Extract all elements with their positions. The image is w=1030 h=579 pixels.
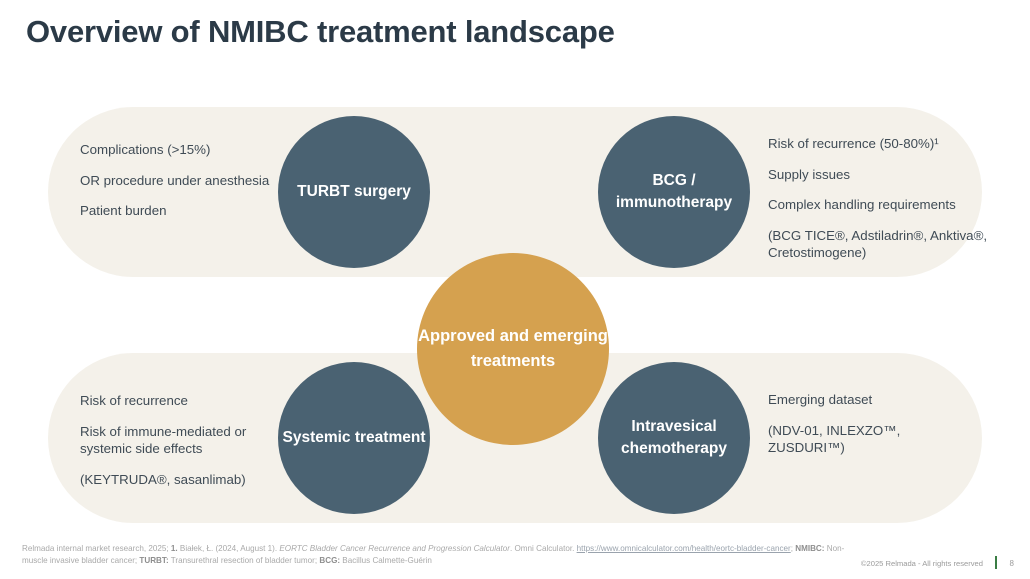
bullet-item: OR procedure under anesthesia (80, 172, 270, 188)
bullet-item: Patient burden (80, 203, 167, 219)
center-node-approved-emerging-treatments[interactable]: Approved and emerging treatments (417, 253, 609, 445)
bullet-item: Risk of recurrence (50-80%)¹ (768, 136, 939, 151)
abbr-bcg-key: BCG: (319, 556, 341, 566)
page-divider (995, 556, 997, 569)
treatment-landscape-diagram: Complications (>15%) OR procedure under … (0, 95, 1030, 530)
copyright-notice: ©2025 Relmada - All rights reserved (860, 559, 983, 568)
node-bcg-immunotherapy[interactable]: BCG / immunotherapy (598, 116, 750, 268)
bullets-turbt-surgery: Complications (>15%) OR procedure under … (80, 141, 270, 220)
footnote-citation-author: Białek, Ł. (2024, August 1). (177, 544, 280, 553)
bullet-item: (BCG TICE®, Adstiladrin®, Anktiva®, Cret… (768, 227, 988, 261)
bullets-bcg-immunotherapy: Risk of recurrence (50-80%)¹ Supply issu… (768, 135, 1000, 262)
footnote-citation-publisher: . Omni Calculator. (510, 544, 577, 553)
footnote-ref-number: 1. (170, 544, 178, 553)
abbr-nmibc-value: Non-muscle invasive bladder cancer; (22, 544, 845, 566)
footnote-source: Relmada internal market research, 2025; (22, 544, 171, 553)
page-number: 8 (1009, 559, 1014, 568)
bullets-intravesical-chemotherapy: Emerging dataset (NDV-01, INLEXZO™, ZUSD… (768, 391, 978, 457)
node-turbt-surgery[interactable]: TURBT surgery (278, 116, 430, 268)
bullet-item: Supply issues (768, 166, 851, 182)
abbr-turbt-value: Transurethral resection of bladder tumor… (168, 556, 320, 566)
footnote-source-link[interactable]: https://www.omnicalculator.com/health/eo… (576, 544, 791, 553)
bullet-item: Complications (>15%) (80, 142, 211, 157)
abbr-nmibc-key: NMIBC: (795, 544, 825, 553)
bullet-item: Risk of recurrence (80, 393, 188, 408)
bullet-item: Emerging dataset (768, 392, 873, 407)
page-title: Overview of NMIBC treatment landscape (26, 14, 615, 49)
node-intravesical-chemotherapy[interactable]: Intravesical chemotherapy (598, 362, 750, 514)
bullet-item: (KEYTRUDA®, sasanlimab) (80, 471, 246, 487)
bullet-item: Complex handling requirements (768, 197, 956, 213)
footnote: Relmada internal market research, 2025; … (22, 543, 852, 568)
abbr-turbt-key: TURBT: (139, 556, 169, 566)
abbr-bcg-value: Bacillus Calmette-Guérin (340, 556, 432, 566)
node-systemic-treatment[interactable]: Systemic treatment (278, 362, 430, 514)
bullet-item: (NDV-01, INLEXZO™, ZUSDURI™) (768, 422, 901, 456)
bullet-item: Risk of immune-mediated or systemic side… (80, 423, 247, 457)
footnote-citation-title: EORTC Bladder Cancer Recurrence and Prog… (279, 544, 511, 553)
footnote-url-suffix: ; (790, 544, 796, 553)
bullets-systemic-treatment: Risk of recurrence Risk of immune-mediat… (80, 392, 280, 488)
